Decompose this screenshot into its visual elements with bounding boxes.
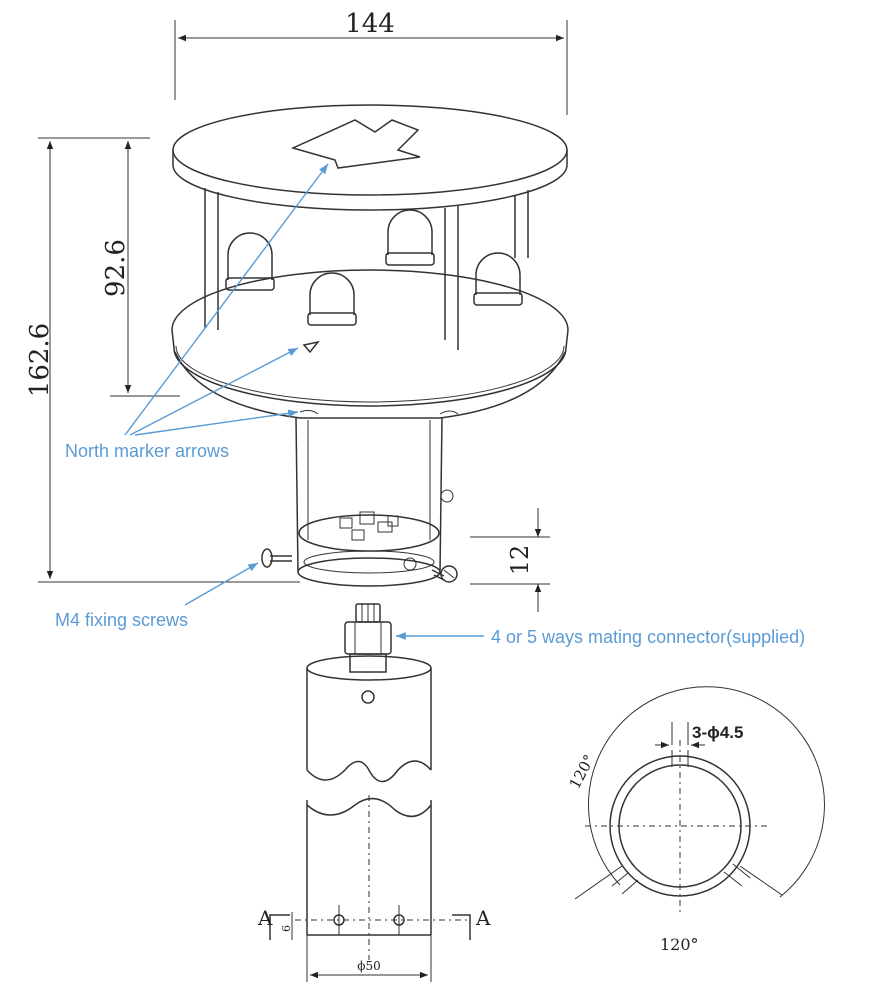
annotation-north-arrows: North marker arrows xyxy=(65,163,329,461)
dimension-top-width: 144 xyxy=(174,9,568,115)
mounting-pole xyxy=(306,655,432,783)
north-arrow-icon xyxy=(290,119,421,169)
north-marker-triangle-icon xyxy=(302,340,320,354)
annotation-screws: M4 fixing screws xyxy=(55,562,259,630)
screws-label: M4 fixing screws xyxy=(55,610,188,630)
section-label-left: A xyxy=(257,906,273,930)
mounting-tube xyxy=(295,417,454,587)
annotation-connector: 4 or 5 ways mating connector(supplied) xyxy=(396,627,805,647)
transducer-domes xyxy=(225,209,523,326)
dimension-connector-depth: 12 xyxy=(470,508,550,612)
angle-label-bottom: 120° xyxy=(660,935,699,954)
pole-section-view: A A 6 ϕ50 xyxy=(257,795,491,982)
dim-label-phi-50: ϕ50 xyxy=(357,959,380,973)
dimension-upper-height: 92.6 xyxy=(101,141,180,397)
connector-pins xyxy=(339,511,399,541)
dim-label-92-6: 92.6 xyxy=(101,239,131,297)
hole-spec-label: 3-ϕ4.5 xyxy=(692,723,744,742)
sensor-top-cap xyxy=(172,104,568,211)
connector-label: 4 or 5 ways mating connector(supplied) xyxy=(491,627,805,647)
dim-label-162-6: 162.6 xyxy=(25,323,55,397)
fixing-screw-left xyxy=(261,548,292,568)
mating-connector xyxy=(344,603,392,673)
dim-label-6: 6 xyxy=(280,925,293,932)
dim-label-144: 144 xyxy=(345,9,395,39)
support-rods xyxy=(204,188,529,350)
fixing-screw-right xyxy=(431,565,458,583)
north-marker-label: North marker arrows xyxy=(65,441,229,461)
dim-label-12: 12 xyxy=(506,545,534,576)
sensor-body xyxy=(171,269,569,419)
dimension-total-height: 162.6 xyxy=(25,137,300,583)
cross-section-view: 3-ϕ4.5 120° 120° xyxy=(566,686,825,954)
section-label-right: A xyxy=(475,906,491,930)
